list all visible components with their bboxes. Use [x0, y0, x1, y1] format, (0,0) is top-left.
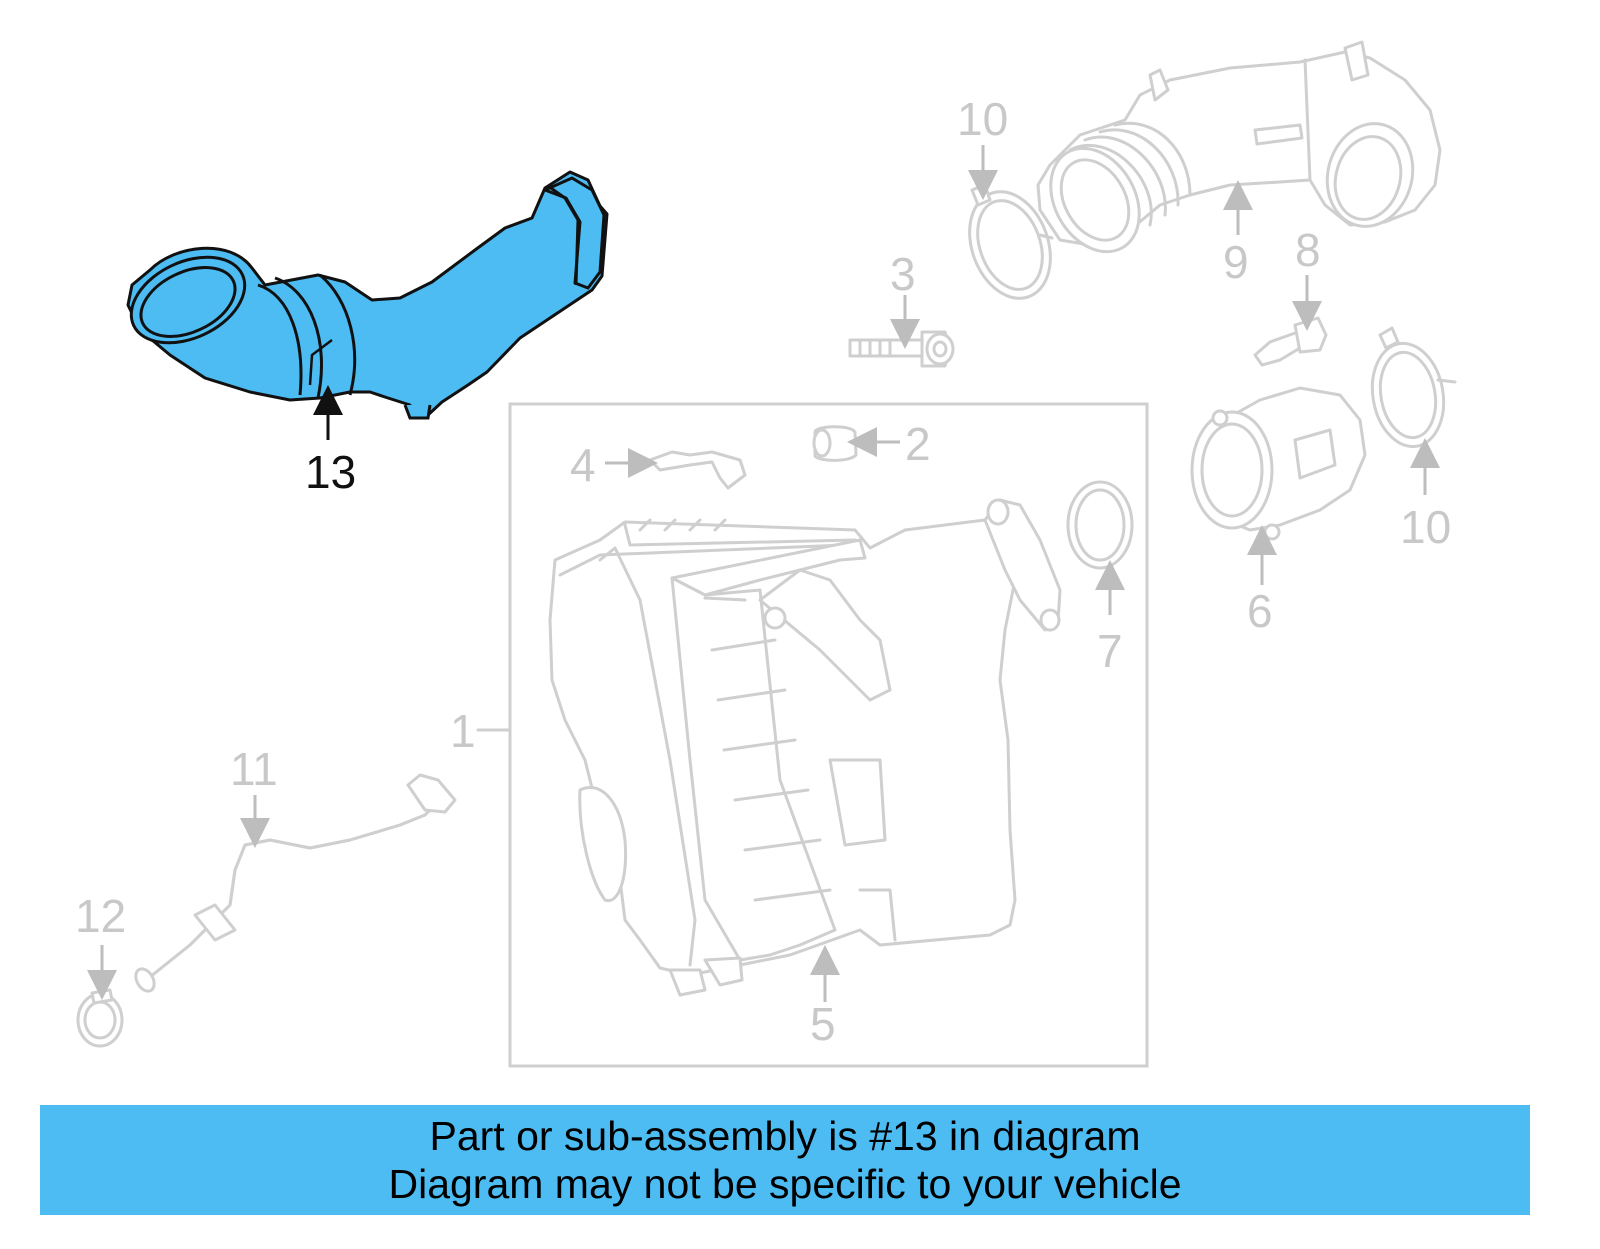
callout-13: 13: [305, 446, 356, 498]
info-banner-bg: [40, 1105, 1530, 1215]
callout-8: 8: [1295, 224, 1321, 276]
callout-12: 12: [75, 890, 126, 942]
callout-3: 3: [890, 248, 916, 300]
callout-1: 1: [450, 705, 476, 757]
callout-10-upper: 10: [957, 93, 1008, 145]
part-9-intake-hose: [1036, 40, 1442, 254]
air-cleaner-housing: [548, 498, 1062, 997]
callout-2: 2: [905, 418, 931, 470]
assembly-1-frame: [508, 402, 1149, 1068]
part-11-breather-hose: [134, 773, 457, 993]
callout-11: 11: [230, 743, 278, 795]
duct-outlet-edge: [547, 184, 580, 286]
part-4-bracket: [648, 450, 747, 490]
part-7-seal-ring: [1066, 480, 1134, 570]
callout-10-lower: 10: [1400, 501, 1451, 553]
duct-inlet-opening: [139, 266, 237, 338]
part-8-screw: [1253, 316, 1328, 367]
part-13-air-duct[interactable]: [118, 170, 609, 420]
duct-collar: [257, 273, 357, 399]
callout-6: 6: [1247, 585, 1273, 637]
duct-drain-nipple: [403, 404, 432, 420]
part-2-grommet: [812, 425, 858, 462]
duct-collar-tab: [308, 339, 333, 386]
callout-4: 4: [570, 439, 596, 491]
part-3-bolt: [848, 330, 955, 368]
callout-9: 9: [1223, 236, 1249, 288]
part-10-clamp-lower: [1370, 326, 1457, 449]
part-12-small-clamp: [76, 988, 124, 1048]
banner-line-part: Part or sub-assembly is #13 in diagram: [429, 1113, 1141, 1159]
callout-5: 5: [810, 998, 836, 1050]
callout-7: 7: [1097, 625, 1123, 677]
part-6-maf-housing: [1190, 386, 1367, 541]
banner-line-disclaimer: Diagram may not be specific to your vehi…: [388, 1161, 1182, 1207]
info-banner: Part or sub-assembly is #13 in diagram D…: [40, 1105, 1530, 1215]
